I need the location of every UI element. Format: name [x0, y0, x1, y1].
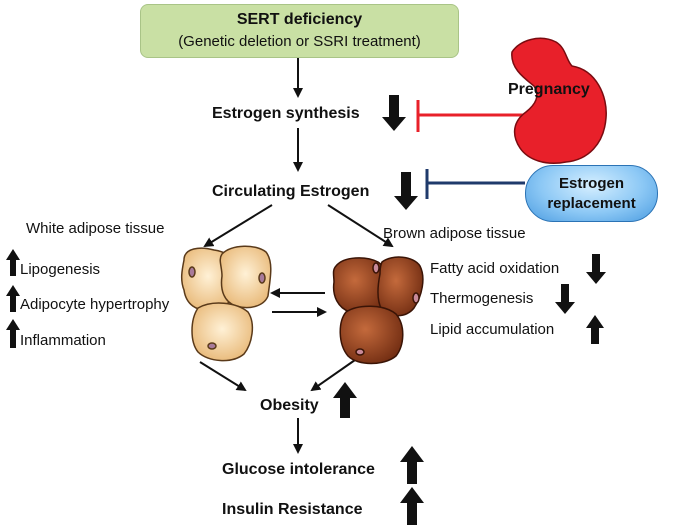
- brown-adipose-label: Brown adipose tissue: [383, 225, 526, 242]
- up-arrow-icon: [400, 487, 424, 525]
- down-arrow-icon: [382, 95, 406, 131]
- estrogen-replacement-pill: Estrogen replacement: [525, 165, 658, 222]
- sert-deficiency-box: SERT deficiency (Genetic deletion or SSR…: [140, 4, 459, 58]
- down-arrow-icon: [586, 254, 606, 284]
- arrow-circulating-to-white: [203, 204, 273, 248]
- down-arrow-icon: [555, 284, 575, 314]
- sert-deficiency-title: SERT deficiency: [236, 11, 363, 28]
- white-effect-item: Adipocyte hypertrophy: [20, 296, 170, 313]
- white-effect-item: Inflammation: [20, 332, 106, 349]
- white-effect-item: Lipogenesis: [20, 261, 101, 278]
- arrow-circulating-to-brown: [327, 204, 394, 248]
- circulating-estrogen-label: Circulating Estrogen: [212, 183, 370, 200]
- up-arrow-icon: [6, 285, 20, 312]
- up-arrow-icon: [333, 382, 357, 418]
- pregnancy-label: Pregnancy: [508, 81, 590, 98]
- pregnancy-icon: [511, 37, 607, 164]
- estrogen-replacement-line1: Estrogen: [558, 175, 624, 192]
- estrogen-synthesis-label: Estrogen synthesis: [212, 105, 360, 122]
- obesity-label: Obesity: [260, 397, 319, 414]
- brown-effect-item: Fatty acid oxidation: [430, 260, 560, 277]
- up-arrow-icon: [586, 315, 604, 344]
- estrogen-replacement-line2: replacement: [547, 195, 636, 212]
- up-arrow-icon: [400, 446, 424, 484]
- down-arrow-icon: [394, 172, 418, 210]
- white-adipose-label: White adipose tissue: [26, 220, 165, 237]
- brown-effect-item: Lipid accumulation: [430, 321, 555, 338]
- insulin-resistance-label: Insulin Resistance: [222, 501, 363, 518]
- arrow-white-to-obesity: [199, 361, 247, 392]
- arrow-brown-to-obesity: [310, 359, 356, 392]
- white-adipocyte-cluster-icon: [180, 245, 272, 362]
- up-arrow-icon: [6, 249, 20, 276]
- up-arrow-icon: [6, 319, 20, 348]
- brown-adipocyte-cluster-icon: [332, 256, 424, 365]
- glucose-intolerance-label: Glucose intolerance: [222, 461, 375, 478]
- brown-effect-item: Thermogenesis: [430, 290, 534, 307]
- sert-deficiency-subtitle: (Genetic deletion or SSRI treatment): [178, 33, 421, 50]
